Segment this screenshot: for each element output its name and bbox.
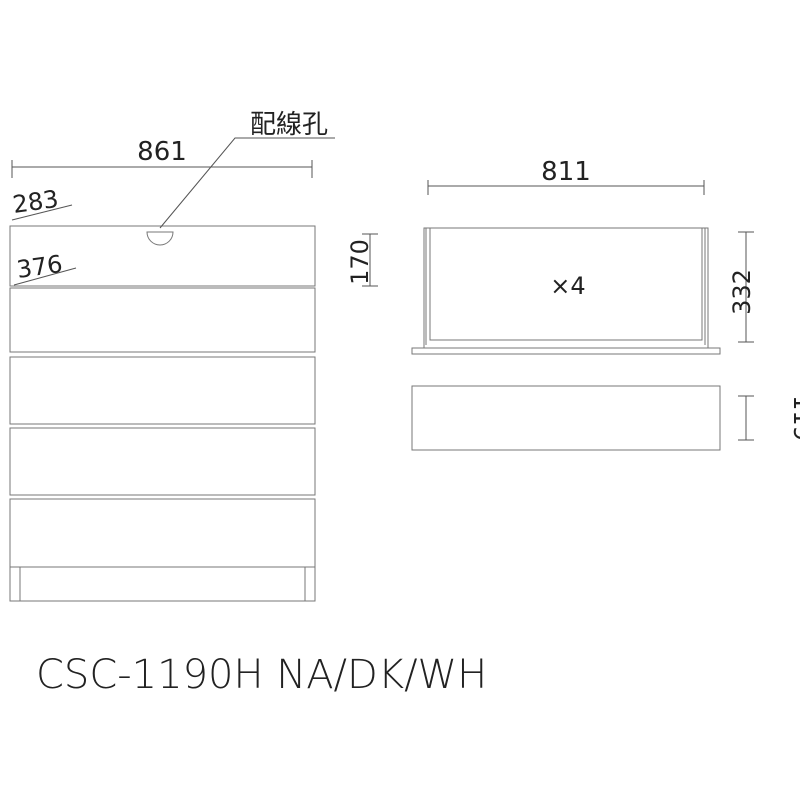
cable-hole-label: 配線孔 — [250, 110, 328, 140]
cable-hole-icon — [146, 231, 174, 246]
chest-top-section — [9, 225, 316, 287]
drawer-front-view: ×4 — [411, 227, 721, 355]
inner-depth-dimension: 376 — [13, 250, 77, 286]
drawer-quantity-label: ×4 — [550, 272, 585, 300]
chest-drawer-4 — [9, 498, 316, 568]
top-section-height-label: 170 — [346, 239, 374, 285]
drawer-side-height-dimension: 119 — [738, 395, 800, 441]
overall-width-label: 861 — [137, 137, 187, 167]
chest-drawer-3 — [9, 427, 316, 496]
cable-hole-leader — [159, 137, 335, 229]
chest-front-view — [9, 225, 316, 602]
chest-drawer-2 — [9, 356, 316, 425]
top-depth-dimension: 283 — [11, 185, 73, 221]
drawer-side-height-label: 119 — [788, 395, 800, 441]
drawer-height-label: 332 — [728, 269, 756, 315]
drawer-side-view — [411, 385, 721, 451]
overall-width-dimension: 861 — [11, 137, 313, 178]
drawer-width-dimension: 811 — [427, 157, 705, 195]
chest-drawer-1 — [9, 287, 316, 353]
inner-depth-label: 376 — [15, 250, 64, 284]
drawer-bottom-panel — [411, 347, 721, 355]
model-name: CSC-1190H NA/DK/WH — [36, 652, 487, 698]
drawer-width-label: 811 — [541, 157, 591, 187]
chest-base — [9, 567, 316, 602]
top-depth-label: 283 — [11, 185, 60, 219]
drawer-height-dimension: 332 — [728, 231, 756, 343]
top-section-height-dimension: 170 — [346, 233, 378, 287]
